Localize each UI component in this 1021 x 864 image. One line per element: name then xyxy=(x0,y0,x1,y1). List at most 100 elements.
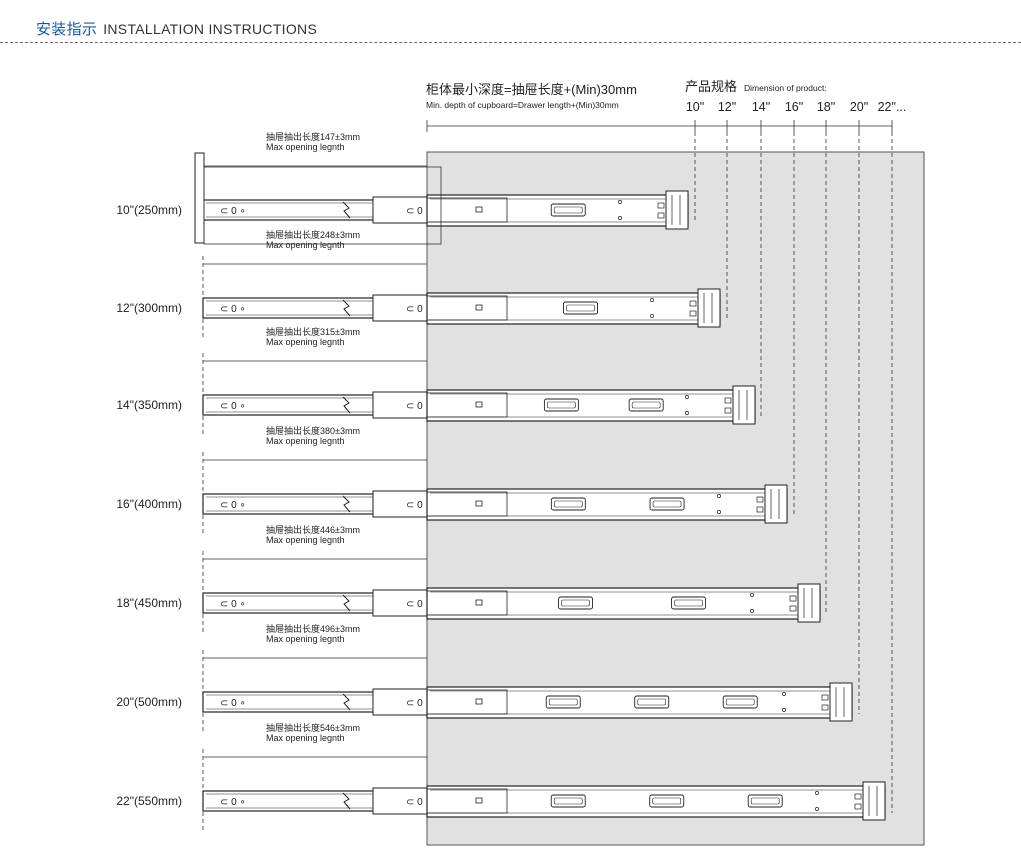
rail-screw-holes: ⊂ 0 ∘ xyxy=(220,304,246,315)
product-size-label: 20" xyxy=(850,100,868,114)
slot-segment xyxy=(649,497,685,511)
product-size-label: 10" xyxy=(686,100,704,114)
rear-bracket-slot xyxy=(756,506,764,513)
slot-segment-inner xyxy=(548,698,578,706)
rear-hole xyxy=(815,807,819,811)
slot-segment-inner xyxy=(631,401,661,409)
rail-screw-holes: ⊂ 0 xyxy=(406,401,423,412)
header-divider xyxy=(0,42,1021,43)
mounting-hole xyxy=(475,500,483,507)
product-size-label: 18" xyxy=(817,100,835,114)
rear-hole xyxy=(717,510,721,514)
rear-bracket-slot xyxy=(689,310,697,317)
slot-segment-inner xyxy=(652,797,682,805)
rail-end-bracket xyxy=(372,196,428,224)
rail-end-bracket xyxy=(372,391,428,419)
rear-hole xyxy=(750,593,754,597)
rear-bracket-slot xyxy=(854,803,862,810)
rail-screw-holes: ⊂ 0 ∘ xyxy=(220,698,246,709)
slot-segment xyxy=(550,203,586,217)
rear-bracket-slot xyxy=(789,595,797,602)
rail-screw-holes: ⊂ 0 xyxy=(406,797,423,808)
slot-segment xyxy=(550,794,586,808)
rear-bracket-slot xyxy=(689,300,697,307)
rail-screw-holes: ⊂ 0 xyxy=(406,206,423,217)
opening-length-label-zh: 抽屉抽出长度496±3mm xyxy=(266,623,360,634)
mounting-hole xyxy=(475,401,483,408)
rear-bracket-slot xyxy=(789,605,797,612)
product-dimension-label-zh: 产品规格 xyxy=(685,79,737,94)
rear-bracket xyxy=(862,781,886,821)
slot-segment-inner xyxy=(547,401,576,409)
opening-length-label-en: Max opening legnth xyxy=(266,436,345,446)
slot-segment-inner xyxy=(637,698,667,706)
slot-segment xyxy=(628,398,664,412)
row-size-label: 10"(250mm) xyxy=(116,203,182,217)
rail-screw-holes: ⊂ 0 xyxy=(406,599,423,610)
drawer-box-outline xyxy=(203,166,442,245)
slot-segment xyxy=(634,695,670,709)
rear-hole xyxy=(782,708,786,712)
rail-inner-slide xyxy=(426,590,508,616)
rear-bracket-slot xyxy=(756,496,764,503)
break-symbol xyxy=(342,299,351,317)
product-size-label: 14" xyxy=(752,100,770,114)
rail-screw-holes: ⊂ 0 xyxy=(406,304,423,315)
rail-end-bracket xyxy=(372,490,428,518)
break-symbol xyxy=(342,495,351,513)
slot-segment-inner xyxy=(553,206,583,214)
rear-hole xyxy=(750,609,754,613)
rear-bracket-slot xyxy=(724,397,732,404)
rear-bracket xyxy=(764,484,788,524)
rear-bracket xyxy=(829,682,853,722)
mounting-hole xyxy=(475,698,483,705)
rear-bracket-slot xyxy=(724,407,732,414)
row-size-label: 20"(500mm) xyxy=(116,695,182,709)
mounting-hole xyxy=(475,304,483,311)
rail-screw-holes: ⊂ 0 ∘ xyxy=(220,206,246,217)
rear-hole xyxy=(782,692,786,696)
break-symbol xyxy=(342,594,351,612)
rear-bracket-slot xyxy=(821,694,829,701)
slot-segment xyxy=(671,596,707,610)
opening-length-label-en: Max opening legnth xyxy=(266,337,345,347)
break-symbol xyxy=(342,201,351,219)
row-size-label: 22"(550mm) xyxy=(116,794,182,808)
opening-length-label-zh: 抽屉抽出长度546±3mm xyxy=(266,722,360,733)
rear-hole xyxy=(618,200,622,204)
slot-segment-inner xyxy=(652,500,682,508)
mounting-hole xyxy=(475,206,483,213)
row-size-label: 16"(400mm) xyxy=(116,497,182,511)
rail-inner-slide xyxy=(426,491,508,517)
opening-length-label-zh: 抽屉抽出长度380±3mm xyxy=(266,425,360,436)
rear-hole xyxy=(650,314,654,318)
slot-segment-inner xyxy=(553,797,583,805)
mounted-rail xyxy=(426,292,721,325)
slot-segment-inner xyxy=(561,599,590,607)
product-dimension-label-en: Dimension of product: xyxy=(744,83,827,93)
opening-length-label-en: Max opening legnth xyxy=(266,142,345,152)
rear-bracket-slot xyxy=(821,704,829,711)
page-title-zh: 安装指示 xyxy=(36,20,98,38)
opening-length-label-en: Max opening legnth xyxy=(266,634,345,644)
rear-bracket-slot xyxy=(854,793,862,800)
rear-bracket-slot xyxy=(657,202,665,209)
rear-hole xyxy=(618,216,622,220)
break-symbol xyxy=(342,792,351,810)
rail-inner-slide xyxy=(426,788,508,814)
mounted-rail xyxy=(426,587,821,620)
opening-length-label-en: Max opening legnth xyxy=(266,240,345,250)
product-size-label: 16" xyxy=(785,100,803,114)
mounted-rail xyxy=(426,686,853,719)
slot-segment xyxy=(747,794,783,808)
rear-bracket xyxy=(797,583,821,623)
rear-bracket xyxy=(665,190,689,230)
rear-bracket xyxy=(697,288,721,328)
break-symbol xyxy=(342,693,351,711)
